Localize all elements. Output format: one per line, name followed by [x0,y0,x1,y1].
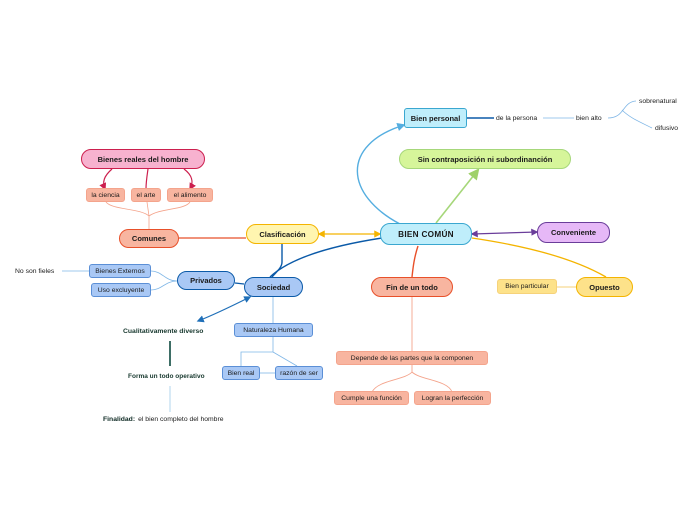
connector-center-opuesto [471,237,607,278]
node-comunes[interactable]: Comunes [119,229,179,248]
label-sobrenatural: sobrenatural [639,98,677,105]
node-el-alimento[interactable]: el alimento [167,188,213,202]
connector-comunes-children [105,201,191,229]
label-forma-todo-operativo: Forma un todo operativo [128,373,205,380]
connector-bien-alto-branches [607,100,653,129]
center-node-bien-comun[interactable]: BIEN COMÚN [380,223,472,245]
node-sociedad[interactable]: Sociedad [244,277,303,297]
label-de-la-persona: de la persona [496,115,538,122]
label-cualitativamente-diverso: Cualitativamente diverso [123,328,204,335]
connector-bienes-reales-alimento [183,168,196,191]
node-bien-particular[interactable]: Bien particular [497,279,557,294]
node-bien-personal[interactable]: Bien personal [404,108,467,128]
node-sin-contraposicion[interactable]: Sin contraposición ni subordinanción [399,149,571,169]
node-conveniente[interactable]: Conveniente [537,222,610,243]
label-finalidad: Finalidad:el bien completo del hombre [103,414,224,425]
node-uso-excluyente[interactable]: Uso excluyente [91,283,151,297]
connector-naturaleza-children [240,337,298,367]
node-bienes-externos[interactable]: Bienes Externos [89,264,151,278]
node-la-ciencia[interactable]: la ciencia [86,188,125,202]
connector-center-sin-contraposicion [435,168,480,224]
node-razon-de-ser[interactable]: razón de ser [275,366,323,380]
node-privados[interactable]: Privados [177,271,235,290]
node-opuesto[interactable]: Opuesto [576,277,633,297]
node-bienes-reales[interactable]: Bienes reales del hombre [81,149,205,169]
connector-bienes-reales-ciencia [99,168,113,191]
connector-center-bien-personal [356,123,406,225]
node-el-arte[interactable]: el arte [131,188,161,202]
finalidad-label: Finalidad: [103,416,136,423]
connector-privados-children [150,270,178,291]
node-clasificacion[interactable]: Clasificación [246,224,319,244]
connector-center-sociedad [269,237,383,278]
node-fin-de-un-todo[interactable]: Fin de un todo [371,277,453,297]
node-depende-partes[interactable]: Depende de las partes que la componen [336,351,488,365]
label-no-son-fieles: No son fieles [15,268,55,275]
node-bien-real[interactable]: Bien real [222,366,260,380]
connector-sociedad-privados [234,282,245,285]
connector-center-conveniente [470,228,539,238]
connector-center-fin-de-un-todo [411,245,419,278]
connector-sociedad-cualitativamente [196,296,252,323]
label-difusivo: difusivo [655,125,679,132]
connector-bienes-reales-arte [145,168,149,190]
node-cumple-funcion[interactable]: Cumple una función [334,391,409,405]
finalidad-text: el bien completo del hombre [138,416,224,423]
connector-depende-children [371,365,453,393]
node-naturaleza-humana[interactable]: Naturaleza Humana [234,323,313,337]
node-logran-perfeccion[interactable]: Logran la perfección [414,391,491,405]
label-bien-alto: bien alto [576,115,602,122]
